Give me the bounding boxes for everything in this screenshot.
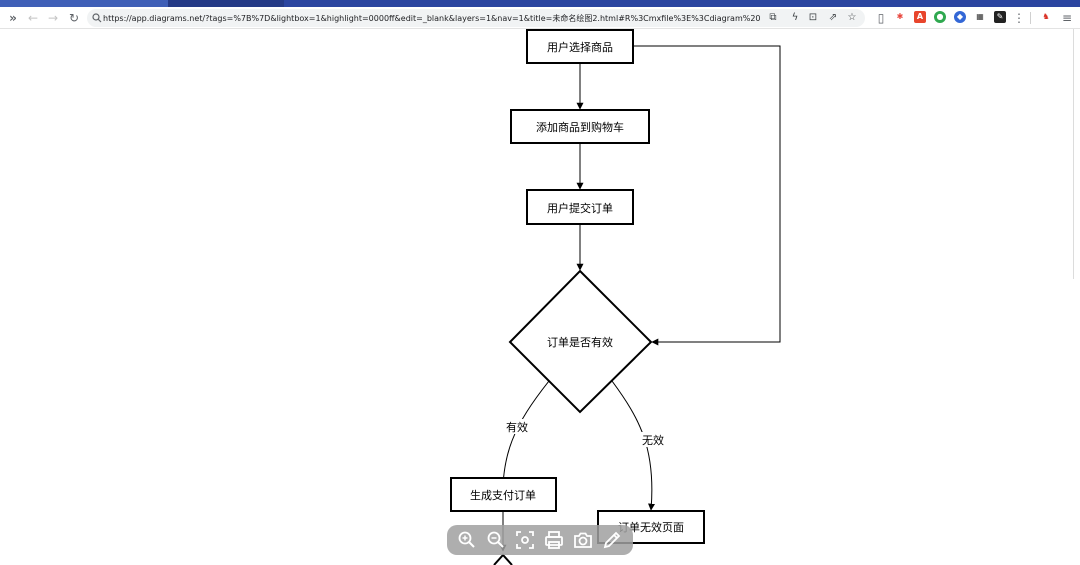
phone-icon[interactable]: ▯ bbox=[877, 11, 885, 25]
forward-icon[interactable]: → bbox=[47, 11, 59, 25]
search-icon bbox=[90, 9, 104, 27]
extension-pinwheel-icon[interactable]: ✱ bbox=[894, 11, 906, 23]
scrollbar-track[interactable] bbox=[1073, 29, 1074, 279]
node-valid-check-label: 订单是否有效 bbox=[547, 335, 613, 349]
diagram-canvas[interactable]: 有效 无效 用户选择商品 添加商品到购物车 用户提交订单 订单是否有效 生成支付… bbox=[0, 29, 1080, 565]
edge-label-yes: 有效 bbox=[506, 420, 528, 434]
back-icon[interactable]: ← bbox=[27, 11, 39, 25]
menu-icon[interactable]: ≡ bbox=[1061, 11, 1073, 25]
browser-toolbar: » ← → ↻ ⧉ ϟ ⊡ ⇗ ☆ ▯ ✱ A ● ◆ ▦ ✎ ⋮ ♞ ≡ bbox=[0, 7, 1080, 29]
lightbox-toolbar bbox=[447, 525, 633, 555]
tab-inactive[interactable] bbox=[284, 0, 1080, 7]
edge-select-to-check bbox=[633, 45, 781, 346]
profile-avatar-icon[interactable]: ♞ bbox=[1040, 11, 1052, 23]
more-vert-icon[interactable]: ⋮ bbox=[1013, 11, 1025, 25]
edit-icon[interactable] bbox=[601, 529, 623, 551]
tab-active[interactable] bbox=[0, 0, 168, 7]
node-create-pay-label: 生成支付订单 bbox=[470, 488, 536, 502]
address-bar[interactable]: ⧉ ϟ ⊡ ⇗ ☆ bbox=[87, 9, 865, 27]
reload-icon[interactable]: ↻ bbox=[68, 11, 80, 25]
node-invalid-page-label: 订单无效页面 bbox=[618, 520, 684, 534]
qr-code-icon[interactable]: ▦ bbox=[974, 11, 986, 23]
node-next-diamond-partial[interactable] bbox=[493, 553, 513, 565]
extension-blue-icon[interactable]: ◆ bbox=[954, 11, 966, 23]
extension-a-icon[interactable]: A bbox=[914, 11, 926, 23]
bookmark-star-icon[interactable]: ☆ bbox=[847, 12, 857, 23]
node-submit-box[interactable] bbox=[526, 189, 634, 225]
node-select-label: 用户选择商品 bbox=[547, 40, 613, 54]
share-icon[interactable]: ⇗ bbox=[828, 12, 838, 23]
url-input[interactable] bbox=[103, 10, 761, 26]
node-create-pay-box[interactable] bbox=[450, 477, 557, 512]
camera-icon[interactable] bbox=[572, 529, 594, 551]
translate-icon[interactable]: ⧉ bbox=[769, 12, 777, 23]
zoom-in-icon[interactable] bbox=[456, 529, 478, 551]
zoom-out-icon[interactable] bbox=[485, 529, 507, 551]
node-add-cart-box[interactable] bbox=[510, 109, 650, 144]
fit-icon[interactable] bbox=[514, 529, 536, 551]
toolbar-divider bbox=[1030, 12, 1031, 24]
node-add-cart-label: 添加商品到购物车 bbox=[536, 120, 624, 134]
edge-label-no: 无效 bbox=[642, 433, 664, 447]
node-submit-label: 用户提交订单 bbox=[547, 201, 613, 215]
tab-strip bbox=[0, 0, 1080, 7]
extension-dark-icon[interactable]: ✎ bbox=[994, 11, 1006, 23]
chevron-double-right-icon[interactable]: » bbox=[9, 11, 17, 25]
node-valid-check-diamond[interactable] bbox=[508, 269, 653, 414]
print-icon[interactable] bbox=[543, 529, 565, 551]
extension-green-icon[interactable]: ● bbox=[934, 11, 946, 23]
lightning-icon[interactable]: ϟ bbox=[791, 12, 799, 23]
install-app-icon[interactable]: ⊡ bbox=[808, 12, 818, 23]
node-select-box[interactable] bbox=[526, 29, 634, 64]
flowchart: 有效 无效 用户选择商品 添加商品到购物车 用户提交订单 订单是否有效 生成支付… bbox=[450, 29, 781, 565]
